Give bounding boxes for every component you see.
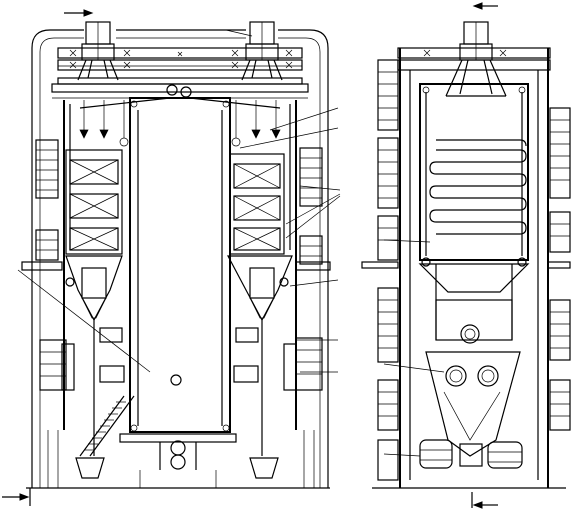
side-casing-right <box>295 147 331 391</box>
leader-lines-front <box>17 107 341 373</box>
tube-bank <box>429 139 527 235</box>
hangers-right <box>231 100 281 147</box>
section-arrow-top-right <box>472 2 498 10</box>
side-casings-right <box>549 107 571 431</box>
top-drum-left <box>166 84 178 96</box>
side-furnace <box>419 83 529 261</box>
hangers-left <box>79 100 129 147</box>
exchanger-stack-left <box>65 149 123 255</box>
cyclone-right <box>477 365 499 387</box>
side-section-view <box>361 21 571 489</box>
top-fan-right <box>225 21 283 81</box>
top-truss <box>51 47 309 99</box>
front-section-view <box>17 21 341 489</box>
side-casings-left <box>377 59 399 481</box>
side-casing-left <box>21 139 67 391</box>
exchanger-stack-right <box>229 153 285 255</box>
section-arrow-bottom-left <box>2 488 31 506</box>
lower-structure <box>26 320 330 489</box>
top-fan-left <box>77 21 119 81</box>
side-outer-frame <box>397 47 551 59</box>
section-arrow-top-left <box>64 9 94 17</box>
outer-enclosure <box>31 29 329 488</box>
hopper-left <box>65 255 123 322</box>
cyclone-left <box>445 365 467 387</box>
hopper-right <box>227 255 293 322</box>
section-arrow-bottom-right <box>471 492 498 509</box>
leader-lines-side <box>383 239 445 457</box>
side-bottom-units <box>419 439 523 469</box>
side-lower-hopper <box>418 263 530 293</box>
cyclone-top <box>460 324 480 344</box>
furnace-chamber <box>129 97 231 433</box>
